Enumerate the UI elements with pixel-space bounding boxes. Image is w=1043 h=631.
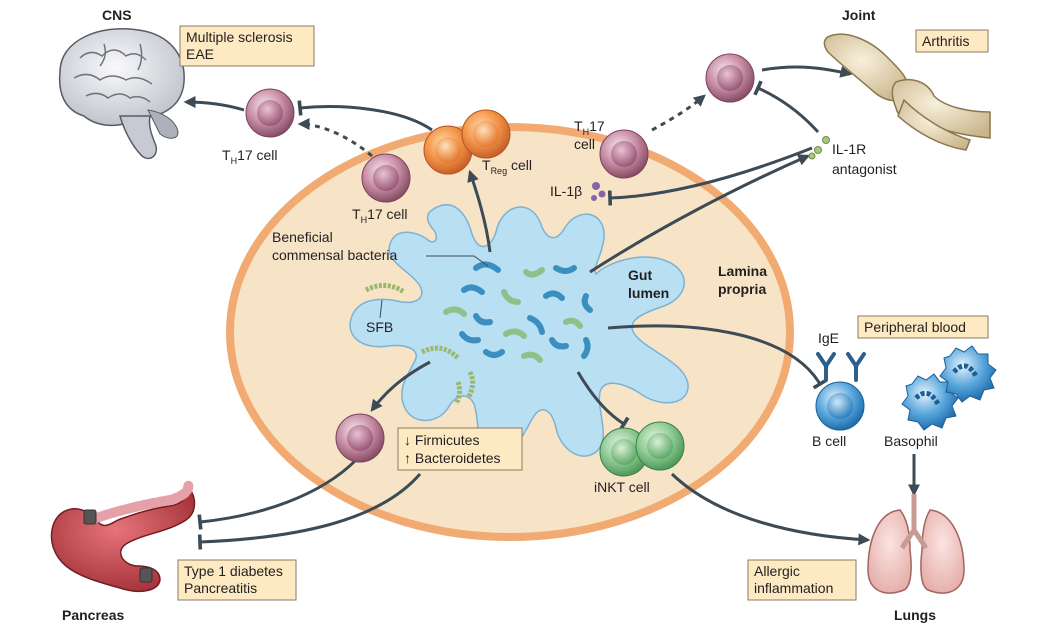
pancreas-disease-line1: Type 1 diabetes <box>184 563 283 579</box>
th17-mid-left-label: TH17 cell <box>352 206 408 225</box>
cns-disease-line1: Multiple sclerosis <box>186 29 293 45</box>
gut-lumen-label-line2: lumen <box>628 285 669 301</box>
blood-label: Peripheral blood <box>864 319 966 335</box>
joint-disease-label: Arthritis <box>922 33 969 49</box>
lamina-propria-label-line1: Lamina <box>718 263 767 279</box>
th17-cell-upper-right <box>705 53 755 103</box>
bacteria-label-line2: commensal bacteria <box>272 247 397 263</box>
cns-label: CNS <box>102 7 132 23</box>
ige-antibody-icon <box>816 352 866 382</box>
inhibit-il1r-il1b <box>607 146 813 206</box>
bacteroidetes-label: ↑ Bacteroidetes <box>404 450 501 466</box>
il1b-molecules <box>591 182 606 201</box>
il1r-antagonist-molecules <box>808 136 830 160</box>
basophil-label: Basophil <box>884 433 938 449</box>
inhibit-il1r-th17 <box>753 80 820 134</box>
il1b-label: IL-1β <box>550 183 582 199</box>
il1r-label-line2: antagonist <box>832 161 897 177</box>
joint-icon <box>823 33 991 151</box>
ige-label: IgE <box>818 330 839 346</box>
pancreas-icon <box>50 479 196 593</box>
arrow-inkt-lungs <box>670 472 871 546</box>
arrow-sfb-th17 <box>370 360 431 412</box>
blood-box <box>857 315 989 339</box>
sfb-label: SFB <box>366 319 393 335</box>
basophil-cells <box>901 345 997 431</box>
arrow-bacteria-treg <box>467 169 492 253</box>
pancreas-label: Pancreas <box>62 607 124 623</box>
gut-lumen-label-line1: Gut <box>628 267 652 283</box>
th17-mid-label-line2: cell <box>574 136 595 152</box>
dashed-th17-mid-top <box>297 118 373 158</box>
pancreas-disease-box <box>177 559 297 601</box>
inhibit-gut-bcell <box>607 324 828 390</box>
inkt-label: iNKT cell <box>594 479 650 495</box>
sfb-filaments <box>364 283 476 406</box>
th17-top-left-label: TH17 cell <box>222 147 278 166</box>
inhibit-firmicutes-pancreas <box>197 473 422 550</box>
arrow-th17-cns <box>183 96 245 112</box>
dashed-th17-joint <box>651 94 706 132</box>
inhibit-th17-pancreas <box>197 458 358 530</box>
joint-disease-box <box>915 29 989 53</box>
inhibit-treg-th17 <box>297 100 433 132</box>
cns-disease-line2: EAE <box>186 46 214 62</box>
pancreas-disease-line2: Pancreatitis <box>184 580 257 596</box>
bacteria-leader-line <box>426 255 489 267</box>
bcell-label: B cell <box>812 433 846 449</box>
th17-cell-mid-left <box>361 153 411 203</box>
lamina-propria-label-line2: propria <box>718 281 766 297</box>
th17-cell-mid <box>599 129 649 179</box>
cns-disease-box <box>179 25 315 67</box>
arrow-th17-joint <box>761 65 853 78</box>
th17-cell-lower-left <box>335 413 385 463</box>
lungs-icon <box>867 494 965 594</box>
th17-cell-top-left <box>245 88 295 138</box>
treg-cell <box>423 109 511 175</box>
lungs-label: Lungs <box>894 607 936 623</box>
inhibit-gut-inkt <box>576 371 630 432</box>
treg-label: TReg cell <box>482 157 532 176</box>
brain-icon <box>58 28 185 160</box>
b-cell <box>815 381 865 431</box>
lungs-disease-line2: inflammation <box>754 580 833 596</box>
sfb-leader-line <box>379 299 383 319</box>
lungs-disease-box <box>747 559 857 601</box>
arrow-gut-il1r <box>589 154 811 274</box>
microbiota-shift-box <box>397 427 523 471</box>
firmicutes-label: ↓ Firmicutes <box>404 432 479 448</box>
th17-mid-label-line1: TH17 <box>574 118 605 137</box>
il1r-label-line1: IL-1R <box>832 141 866 157</box>
inkt-cell <box>599 421 685 477</box>
bacteria-label-line1: Beneficial <box>272 229 333 245</box>
joint-label: Joint <box>842 7 876 23</box>
lungs-disease-line1: Allergic <box>754 563 800 579</box>
